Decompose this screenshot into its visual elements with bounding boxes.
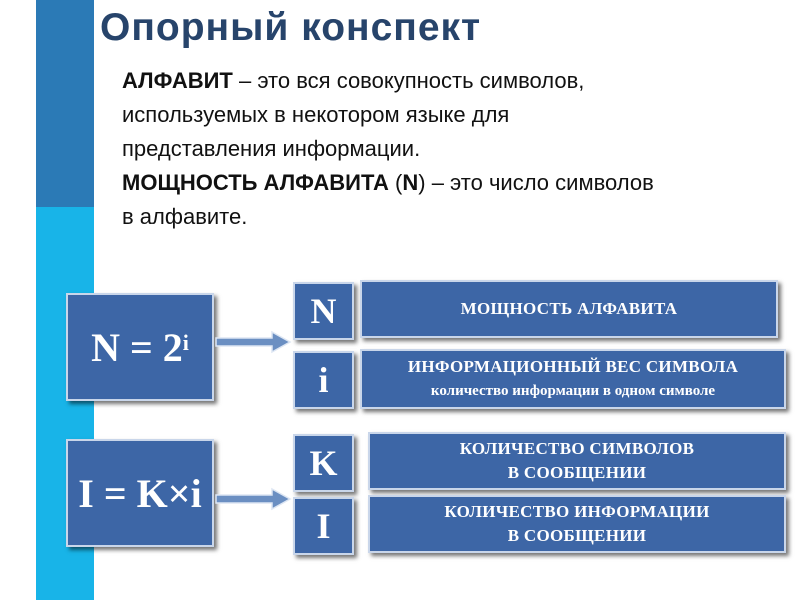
label-alphabet-power: МОЩНОСТЬ АЛФАВИТА xyxy=(460,299,678,318)
power-def-line-1: ) – это число символов xyxy=(418,170,654,195)
symbol-n: N xyxy=(310,291,337,331)
symbol-info: I xyxy=(316,506,331,546)
symbol-k: K xyxy=(309,443,338,483)
label-info-weight-sub: количество информации в одном символе xyxy=(430,383,716,399)
definitions-block: АЛФАВИТ – это вся совокупность символов,… xyxy=(122,64,782,234)
power-open: ( xyxy=(388,170,403,195)
formula-info-arrow xyxy=(215,487,292,511)
formula-power-lhs: N = 2 xyxy=(91,324,183,370)
label-info-weight: ИНФОРМАЦИОННЫЙ ВЕС СИМВОЛА xyxy=(407,357,739,376)
formula-info-box: I = K×i xyxy=(66,439,214,547)
label-symbol-count-2: В СООБЩЕНИИ xyxy=(507,463,647,482)
accent-stripe-top xyxy=(36,0,94,207)
alphabet-def-line-2: используемых в некотором языке для xyxy=(122,102,510,127)
formula-power-exponent: i xyxy=(182,330,189,355)
alphabet-definition: АЛФАВИТ – это вся совокупность символов, xyxy=(122,64,782,98)
label-box-alphabet-power: МОЩНОСТЬ АЛФАВИТА xyxy=(360,280,778,338)
alphabet-term: АЛФАВИТ xyxy=(122,68,233,93)
power-symbol: N xyxy=(402,170,419,195)
symbol-box-n: N xyxy=(293,282,354,340)
power-def-line-2: в алфавите. xyxy=(122,204,248,229)
symbol-i: i xyxy=(318,360,329,400)
label-info-amount-1: КОЛИЧЕСТВО ИНФОРМАЦИИ xyxy=(444,502,710,521)
alphabet-def-line-3: представления информации. xyxy=(122,136,421,161)
label-symbol-count-1: КОЛИЧЕСТВО СИМВОЛОВ xyxy=(459,439,695,458)
power-term: МОЩНОСТЬ АЛФАВИТА xyxy=(122,170,389,195)
slide-title: Опорный конспект xyxy=(100,6,482,49)
symbol-box-info: I xyxy=(293,497,354,555)
power-definition: МОЩНОСТЬ АЛФАВИТА (N) – это число символ… xyxy=(122,166,782,200)
label-box-symbol-count: КОЛИЧЕСТВО СИМВОЛОВ В СООБЩЕНИИ xyxy=(368,432,786,490)
label-box-info-weight: ИНФОРМАЦИОННЫЙ ВЕС СИМВОЛА количество ин… xyxy=(360,349,786,409)
label-info-amount-2: В СООБЩЕНИИ xyxy=(507,526,647,545)
formula-power-arrow xyxy=(215,330,292,354)
symbol-box-k: K xyxy=(293,434,354,492)
formula-info-text: I = K×i xyxy=(78,470,202,516)
label-box-info-amount: КОЛИЧЕСТВО ИНФОРМАЦИИ В СООБЩЕНИИ xyxy=(368,495,786,553)
alphabet-def-line-1: – это вся совокупность символов, xyxy=(232,68,585,93)
symbol-box-i: i xyxy=(293,351,354,409)
